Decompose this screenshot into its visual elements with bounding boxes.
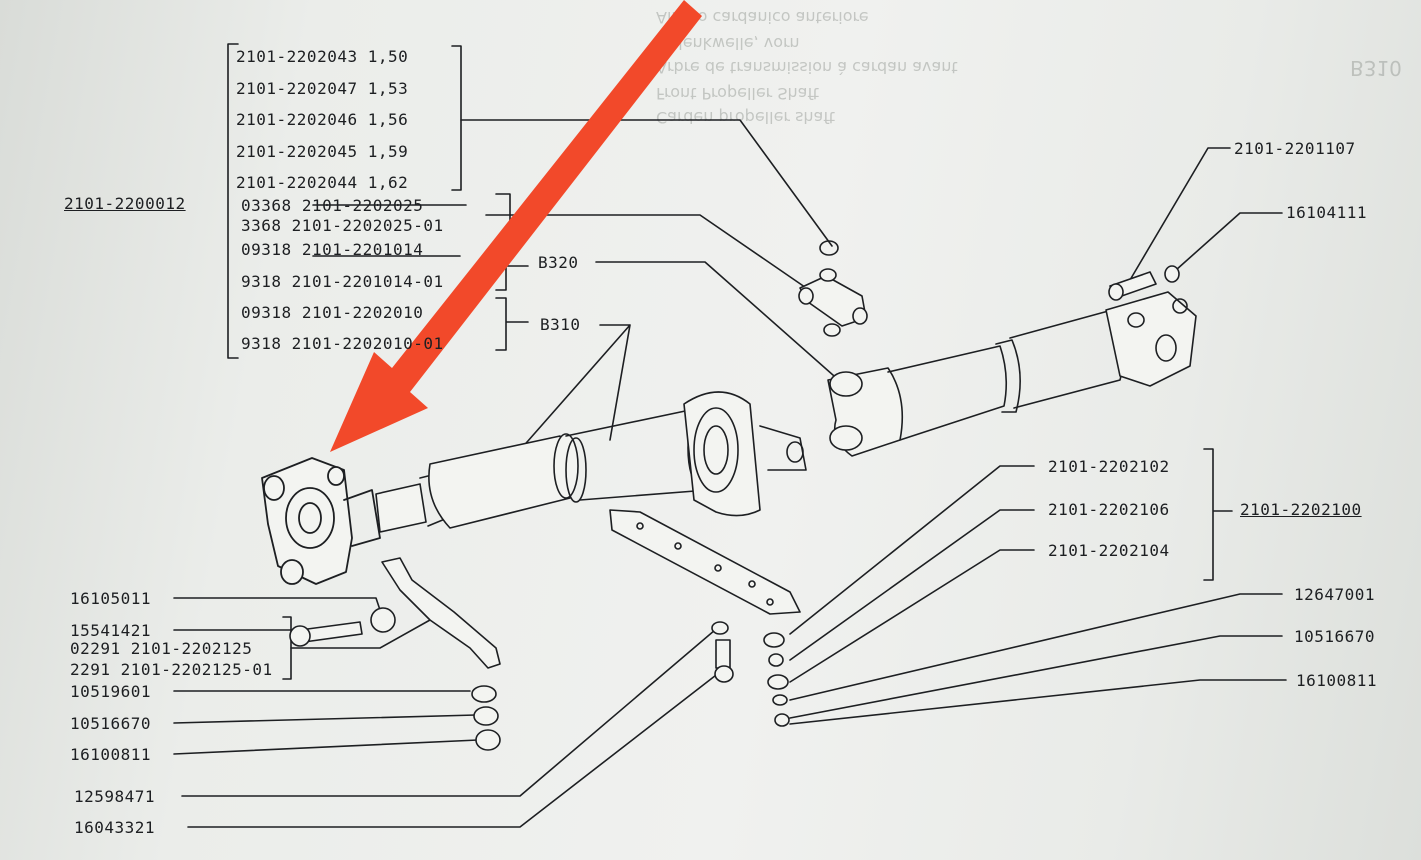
label-l3b: 2291 2101-2202125-01	[70, 660, 273, 679]
label-l2: 15541421	[70, 621, 152, 640]
label-nut: 16104111	[1286, 203, 1368, 222]
bolt-and-nut-top	[1108, 265, 1180, 301]
mid-row-5: 09318 2101-2202010	[241, 303, 424, 322]
label-l4: 10519601	[70, 682, 152, 701]
label-r2: 10516670	[1294, 627, 1376, 646]
rear-shaft	[827, 291, 1197, 457]
code-2202045: 2101-2202045 1,59	[236, 142, 409, 161]
label-l5: 10516670	[70, 714, 152, 733]
code-2202046: 2101-2202046 1,56	[236, 110, 409, 129]
label-b320: B320	[538, 253, 579, 272]
label-b310: B310	[540, 315, 581, 334]
mid-row-6: 9318 2101-2202010-01	[241, 334, 444, 353]
label-l6: 16100811	[70, 745, 152, 764]
bracket-top	[227, 43, 239, 359]
red-arrow-annotation	[330, 0, 702, 452]
front-shaft	[375, 409, 713, 533]
label-r3: 16100811	[1296, 671, 1378, 690]
assembly-code: 2101-2200012	[64, 194, 186, 213]
label-support-c: 2101-2202104	[1048, 541, 1170, 560]
label-l1: 16105011	[70, 589, 152, 608]
mid-row-3: 09318 2101-2201014	[241, 240, 424, 259]
universal-joint-cross	[798, 240, 868, 337]
mid-row-4: 9318 2101-2201014-01	[241, 272, 444, 291]
bracket-top-right	[451, 45, 462, 191]
code-2202043: 2101-2202043 1,50	[236, 47, 409, 66]
bracket-right	[1203, 448, 1233, 581]
mid-row-1: 03368 2101-2202025	[241, 196, 424, 215]
bracket-b310	[495, 297, 529, 351]
label-support-assy: 2101-2202100	[1240, 500, 1362, 519]
flexible-coupling	[261, 457, 381, 585]
label-l7: 12598471	[74, 787, 156, 806]
label-support-b: 2101-2202106	[1048, 500, 1170, 519]
support-bracket	[609, 509, 801, 615]
center-support-bearing	[683, 391, 807, 517]
label-l8: 16043321	[74, 818, 156, 837]
code-2202044: 2101-2202044 1,62	[236, 173, 409, 192]
code-2202047: 2101-2202047 1,53	[236, 79, 409, 98]
mid-row-2: 3368 2101-2202025-01	[241, 216, 444, 235]
bracket-left-bottom	[282, 616, 292, 680]
label-l3a: 02291 2101-2202125	[70, 639, 253, 658]
label-bolt: 2101-2201107	[1234, 139, 1356, 158]
label-support-a: 2101-2202102	[1048, 457, 1170, 476]
label-r1: 12647001	[1294, 585, 1376, 604]
safety-bracket	[381, 557, 501, 669]
